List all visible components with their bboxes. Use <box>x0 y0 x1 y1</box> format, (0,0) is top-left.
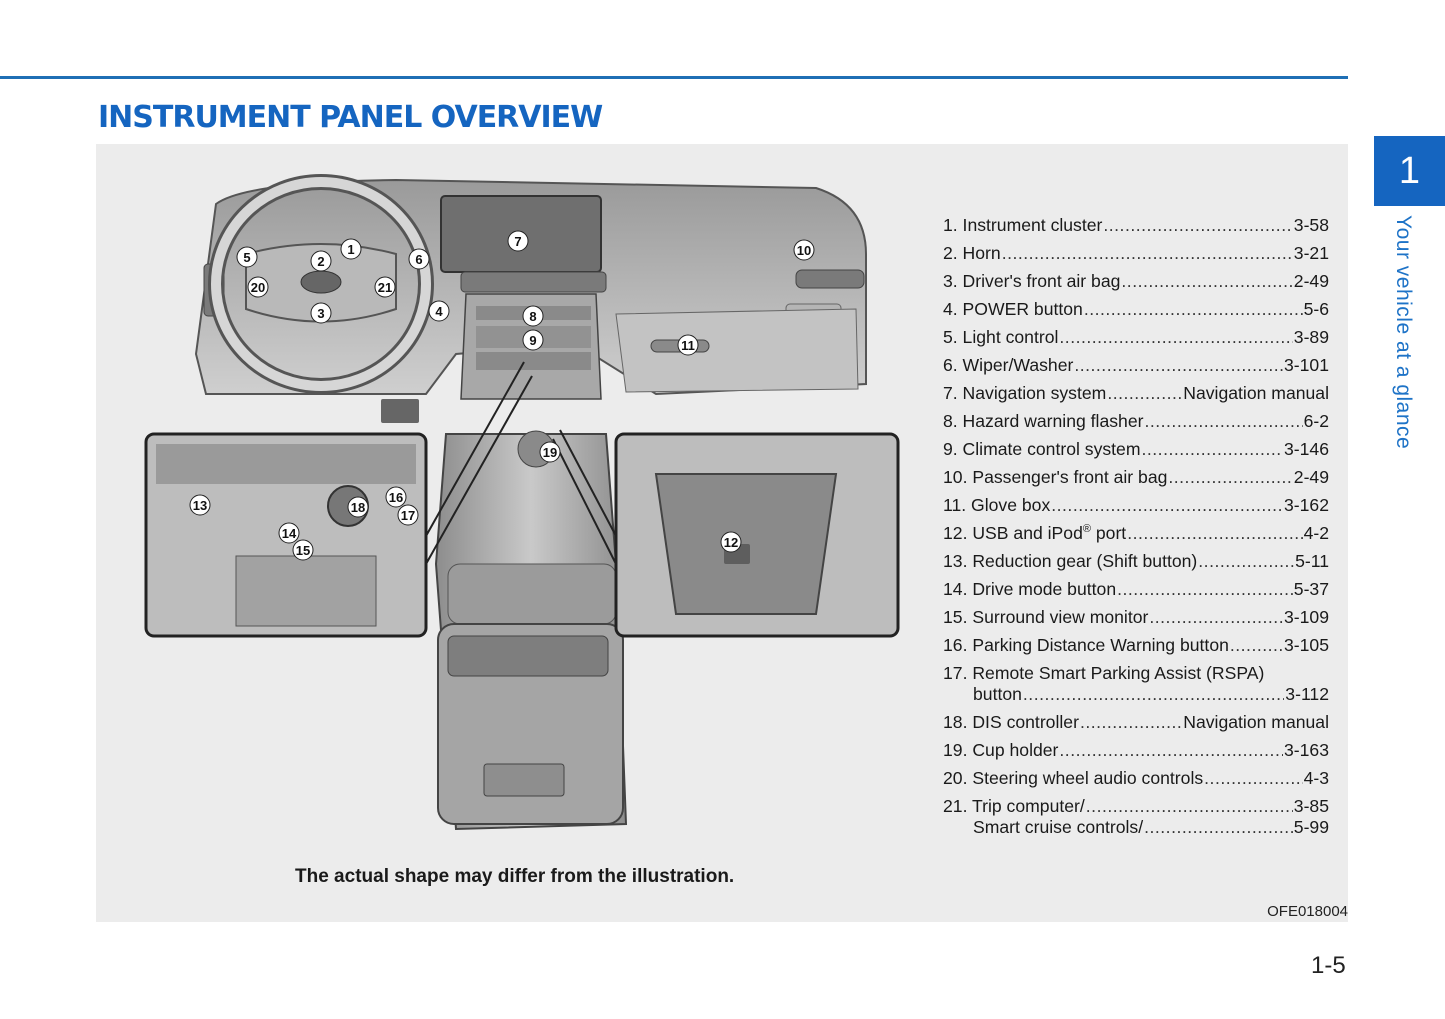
chapter-tab: 1 <box>1374 136 1445 206</box>
callout-4: 4 <box>429 301 449 321</box>
callout-5: 5 <box>237 247 257 267</box>
legend-item: 11. Glove box3-162 <box>943 488 1329 516</box>
svg-text:11: 11 <box>681 338 695 353</box>
legend-item: 21. Trip computer/3-85 Smart cruise cont… <box>943 789 1329 838</box>
svg-text:7: 7 <box>514 234 521 249</box>
callout-20: 20 <box>248 277 268 297</box>
svg-text:17: 17 <box>401 508 415 523</box>
callout-16: 16 <box>386 487 406 507</box>
legend-item: 15. Surround view monitor3-109 <box>943 600 1329 628</box>
figure-panel: 1 2 3 4 5 6 7 8 9 10 11 12 13 14 15 16 1… <box>96 144 1348 922</box>
svg-text:1: 1 <box>347 242 354 257</box>
svg-text:14: 14 <box>282 526 297 541</box>
chapter-title: Your vehicle at a glance <box>1391 215 1415 449</box>
legend-item: 17. Remote Smart Parking Assist (RSPA) b… <box>943 656 1329 705</box>
svg-text:15: 15 <box>296 543 310 558</box>
legend-item: 9. Climate control system3-146 <box>943 432 1329 460</box>
callout-8: 8 <box>523 306 543 326</box>
page-title: INSTRUMENT PANEL OVERVIEW <box>98 100 602 135</box>
legend-item: 3. Driver's front air bag2-49 <box>943 264 1329 292</box>
callout-7: 7 <box>508 231 528 251</box>
figure-code: OFE018004 <box>1267 903 1348 920</box>
callout-10: 10 <box>794 240 814 260</box>
legend-item: 1. Instrument cluster3-58 <box>943 208 1329 236</box>
svg-text:12: 12 <box>724 535 738 550</box>
svg-text:9: 9 <box>529 333 536 348</box>
legend-item: 14. Drive mode button5-37 <box>943 572 1329 600</box>
svg-text:2: 2 <box>317 254 324 269</box>
legend-item: 7. Navigation systemNavigation manual <box>943 376 1329 404</box>
legend-item: 12. USB and iPod® port4-2 <box>943 516 1329 544</box>
callout-19: 19 <box>540 442 560 462</box>
svg-text:19: 19 <box>543 445 557 460</box>
callout-14: 14 <box>279 523 299 543</box>
legend-list: 1. Instrument cluster3-58 2. Horn3-21 3.… <box>943 208 1329 838</box>
callout-11: 11 <box>678 335 698 355</box>
legend-item: 4. POWER button5-6 <box>943 292 1329 320</box>
callout-15: 15 <box>293 540 313 560</box>
svg-text:16: 16 <box>389 490 403 505</box>
callout-6: 6 <box>409 249 429 269</box>
legend-item: 18. DIS controllerNavigation manual <box>943 705 1329 733</box>
svg-text:4: 4 <box>435 304 443 319</box>
instrument-panel-illustration: 1 2 3 4 5 6 7 8 9 10 11 12 13 14 15 16 1… <box>96 144 916 844</box>
legend-item: 6. Wiper/Washer3-101 <box>943 348 1329 376</box>
callout-17: 17 <box>398 505 418 525</box>
svg-text:10: 10 <box>797 243 811 258</box>
callout-13: 13 <box>190 495 210 515</box>
callout-3: 3 <box>311 303 331 323</box>
legend-item: 8. Hazard warning flasher6-2 <box>943 404 1329 432</box>
svg-text:21: 21 <box>378 280 392 295</box>
svg-text:13: 13 <box>193 498 207 513</box>
callout-2: 2 <box>311 251 331 271</box>
svg-text:8: 8 <box>529 309 536 324</box>
svg-text:3: 3 <box>317 306 324 321</box>
callout-1: 1 <box>341 239 361 259</box>
callout-9: 9 <box>523 330 543 350</box>
callout-21: 21 <box>375 277 395 297</box>
legend-item: 20. Steering wheel audio controls4-3 <box>943 761 1329 789</box>
svg-text:6: 6 <box>415 252 422 267</box>
svg-text:5: 5 <box>243 250 250 265</box>
legend-item: 16. Parking Distance Warning button3-105 <box>943 628 1329 656</box>
svg-text:20: 20 <box>251 280 265 295</box>
callout-12: 12 <box>721 532 741 552</box>
legend-item: 19. Cup holder3-163 <box>943 733 1329 761</box>
legend-item: 2. Horn3-21 <box>943 236 1329 264</box>
svg-text:18: 18 <box>351 500 365 515</box>
figure-caption: The actual shape may differ from the ill… <box>295 866 734 888</box>
legend-item: 5. Light control3-89 <box>943 320 1329 348</box>
legend-item: 13. Reduction gear (Shift button)5-11 <box>943 544 1329 572</box>
page-number: 1-5 <box>1311 952 1346 980</box>
header-rule <box>0 76 1348 79</box>
callout-18: 18 <box>348 497 368 517</box>
legend-item: 10. Passenger's front air bag2-49 <box>943 460 1329 488</box>
